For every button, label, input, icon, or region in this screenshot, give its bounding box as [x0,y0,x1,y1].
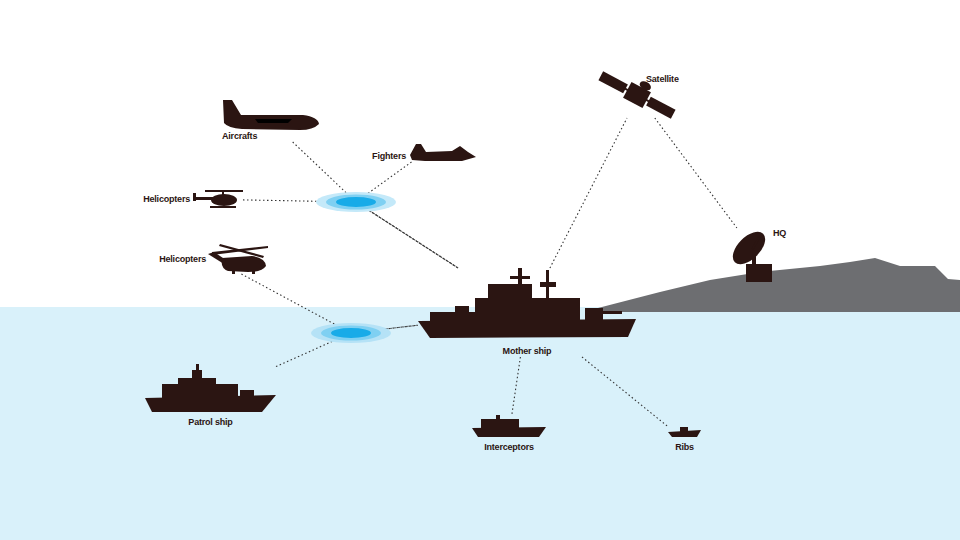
dotted-link [582,357,668,427]
aircraft-wing [255,119,292,123]
vehicle-label: HQ [773,228,786,239]
node-label-group: Helicopters [159,254,206,265]
mother-ship-icon [418,268,636,338]
dotted-link [241,274,418,333]
network-hub [316,192,396,212]
icon-area [472,415,546,437]
node-label-group: Fighters [372,151,406,162]
vehicle-label: Helicopters [159,254,206,265]
dotted-link [356,162,458,268]
vehicle-node: Helicopters [143,190,243,208]
node-label-group: Mother ship [503,346,552,357]
silhouettes [145,62,772,437]
vehicle-label: Satellite [646,74,679,85]
vehicle-node: Aircrafts [222,100,319,142]
icon-area [222,100,319,131]
network-hub [311,323,391,343]
land [598,258,960,312]
node-label-group: Helicopters [143,194,190,205]
icon-area [208,244,268,274]
vehicle-label: Interceptors [484,442,534,453]
icon-area [418,268,636,338]
vehicle-node: Patrol ship [145,364,276,428]
vehicle-node: Fighters [372,144,476,162]
vehicle-node: Satellite [598,74,679,118]
icon-area [193,190,243,208]
vehicle-label: Aircrafts [222,131,257,142]
icon-area [598,74,644,118]
icon-area [668,427,701,437]
fighter-icon [410,144,476,161]
icon-area [410,144,476,162]
vehicle-node: Helicopters [159,244,268,274]
vehicle-node: Ribs [668,427,701,453]
vehicle-node: Interceptors [472,415,546,453]
vehicle-label: Fighters [372,151,406,162]
dotted-link [655,118,737,228]
node-label-group: Patrol ship [188,417,232,428]
node-label-group: HQ [773,228,786,239]
helicopter-icon [208,244,268,274]
rib-icon [668,427,701,437]
vehicle-label: Patrol ship [188,417,232,428]
hq-dish-icon [727,226,772,282]
dotted-link [293,142,458,268]
node-label-group: Ribs [675,442,694,453]
dotted-link [550,118,627,268]
satellite-icon [597,62,681,123]
node-label-group: Interceptors [484,442,534,453]
vehicle-label: Mother ship [503,346,552,357]
vehicle-node: HQ [728,228,786,282]
interceptor-icon [472,415,546,437]
patrol-ship-icon [145,364,276,412]
icon-area [728,228,773,282]
dotted-link [512,357,521,415]
aircraft-icon [223,100,319,130]
icon-area [145,364,276,412]
vehicle-label: Helicopters [143,194,190,205]
vehicle-label: Ribs [675,442,694,453]
sea [0,307,960,540]
helicopter-icon [193,190,243,208]
dotted-link [276,325,418,366]
node-label-group: Aircrafts [222,131,257,142]
vehicle-node: Mother ship [418,268,636,357]
node-label-group: Satellite [646,74,679,85]
